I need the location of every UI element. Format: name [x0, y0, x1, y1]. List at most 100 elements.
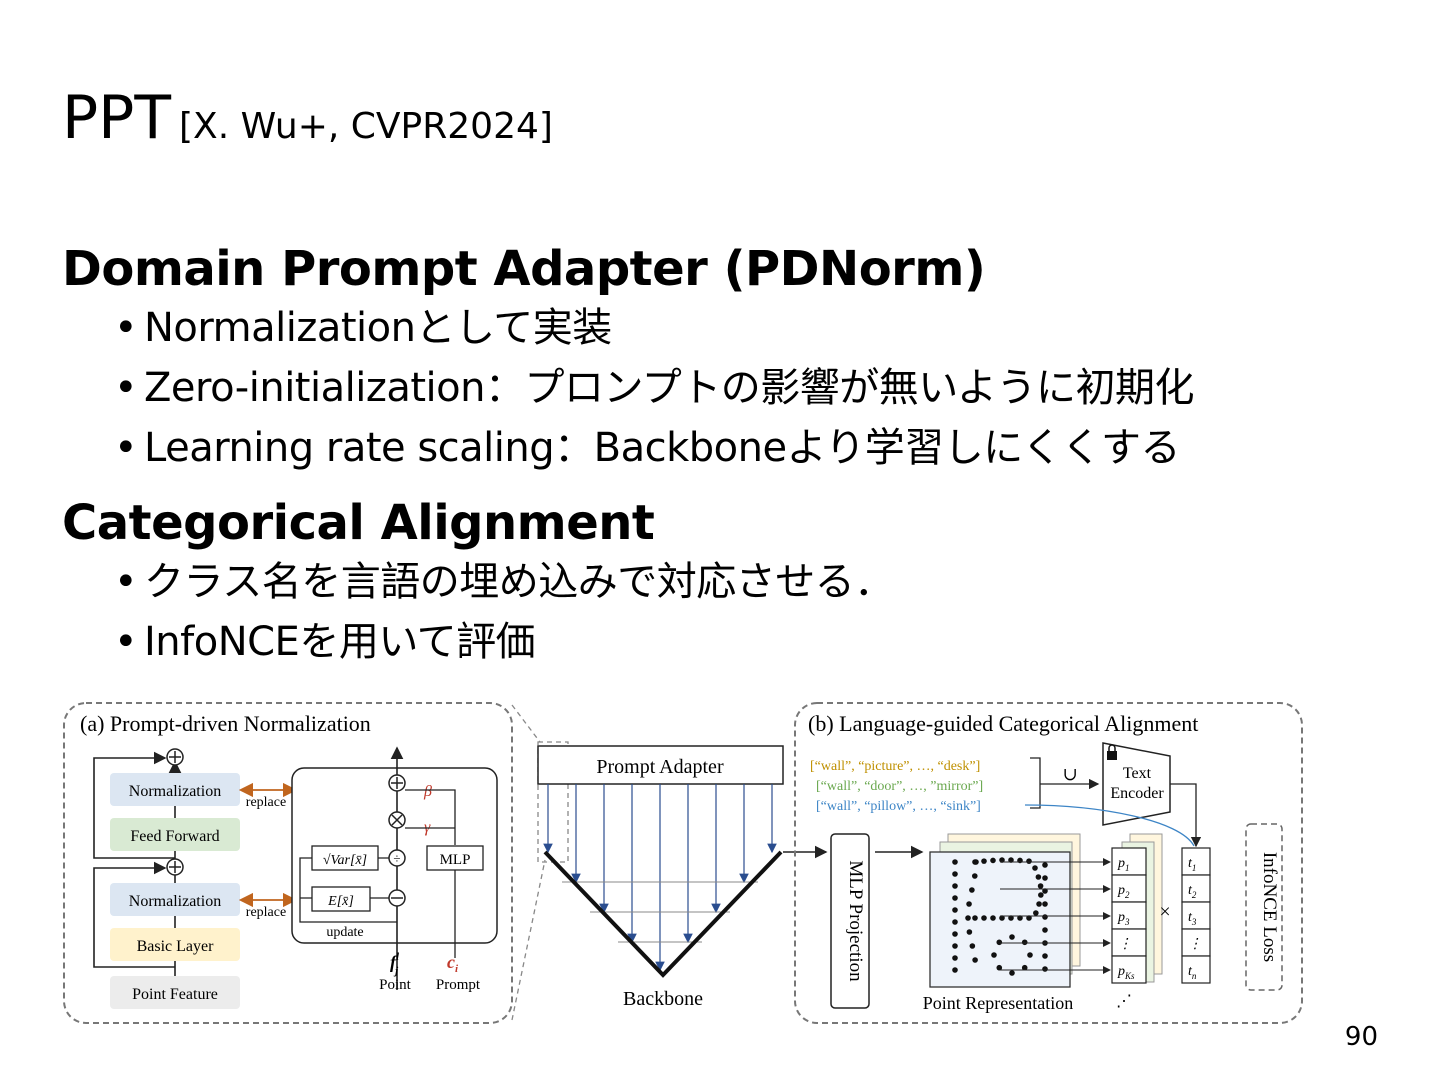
- section-heading-alignment: Categorical Alignment: [62, 495, 655, 551]
- svg-text:÷: ÷: [393, 851, 400, 866]
- point-dot: [952, 919, 958, 925]
- point-dot: [990, 915, 996, 921]
- bullet-text: Zero-initialization：プロンプトの影響が無いように初期化: [144, 365, 1194, 411]
- point-dot: [1026, 858, 1032, 864]
- text-embedding-cell: [1181, 847, 1211, 876]
- text-encoder-label: Text: [1123, 765, 1152, 782]
- point-embedding-cell: [1111, 901, 1147, 930]
- block-normalization-bottom: [110, 883, 240, 916]
- point-dot: [1017, 915, 1023, 921]
- prompt-adapter-block: [537, 745, 784, 785]
- bullet-dot: •: [114, 619, 138, 665]
- point-dot: [999, 857, 1005, 863]
- ellipsis: ⋰: [1116, 993, 1132, 1010]
- point-dot: [972, 957, 978, 963]
- point-dot: [996, 939, 1003, 946]
- point-dot: [966, 929, 973, 935]
- point-dot: [1008, 915, 1014, 921]
- bullet-item: •Learning rate scaling：Backboneより学習しにくくす…: [114, 422, 1180, 474]
- point-dot: [1009, 970, 1015, 976]
- block-basic-layer: [110, 928, 240, 961]
- bullet-text: クラス名を言語の埋め込みで対応させる．: [144, 559, 894, 605]
- point-dot: [1042, 875, 1048, 881]
- backbone-v-shape: [543, 850, 783, 978]
- mean-label: E[x̄]: [327, 894, 354, 909]
- prompt-adapter-label: Prompt Adapter: [596, 756, 724, 778]
- text-embedding-cell: [1181, 901, 1211, 930]
- mlp-label: MLP: [440, 852, 471, 868]
- point-dot: [1027, 952, 1033, 958]
- point-dot: [1037, 883, 1044, 889]
- point-dot: [1038, 892, 1044, 898]
- point-dot: [1033, 910, 1039, 916]
- point-dot: [952, 907, 958, 913]
- block-label: Point Feature: [132, 986, 218, 1003]
- text-encoder-label: Encoder: [1110, 785, 1164, 802]
- point-label: Point: [379, 977, 412, 993]
- point-dot: [1032, 865, 1038, 871]
- point-representation-label: Point Representation: [923, 993, 1073, 1013]
- text-embedding-cell: [1181, 928, 1211, 957]
- point-dot: [1042, 914, 1048, 920]
- infonce-loss-label: InfoNCE Loss: [1259, 852, 1280, 962]
- point-dot: [972, 915, 978, 921]
- point-dot: [969, 943, 976, 949]
- panel-b-title: (b) Language-guided Categorical Alignmen…: [808, 711, 1198, 736]
- prompt-label: Prompt: [436, 977, 481, 993]
- point-dot: [1021, 964, 1028, 971]
- block-label: Feed Forward: [130, 828, 219, 845]
- backbone-label: Backbone: [623, 988, 703, 1010]
- point-dot: [952, 955, 958, 961]
- block-label: Normalization: [129, 783, 221, 800]
- point-dot: [1042, 901, 1048, 907]
- point-dot: [1042, 966, 1048, 972]
- title-text: PPT: [62, 83, 172, 153]
- point-dot: [1036, 901, 1042, 907]
- point-embedding-cell: [1111, 928, 1147, 957]
- mlp-projection-block: [830, 833, 870, 1009]
- bullet-dot: •: [114, 559, 138, 605]
- class-list-3: [“wall”, “pillow”, …, “sink”]: [816, 799, 981, 814]
- point-dot: [981, 915, 987, 921]
- text-encoder-block: [1102, 742, 1171, 826]
- text-embedding-cell: [1181, 874, 1211, 903]
- replace-label: replace: [246, 795, 286, 810]
- point-dot: [1026, 915, 1032, 921]
- point-dot: [1009, 934, 1015, 940]
- text-embedding-label: tn: [1188, 964, 1197, 981]
- bullet-text: InfoNCEを用いて評価: [144, 619, 536, 665]
- block-label: Basic Layer: [137, 938, 215, 955]
- text-embedding-label: ⋮: [1188, 937, 1202, 952]
- point-dot: [999, 915, 1005, 921]
- bullet-text: Learning rate scaling：Backboneより学習しにくくする: [144, 425, 1180, 471]
- bullet-dot: •: [114, 305, 138, 351]
- point-dot: [952, 895, 958, 901]
- point-dot: [952, 931, 958, 937]
- class-list-2: [“wall”, “door”, …, ”mirror”]: [816, 779, 983, 794]
- point-dot: [952, 967, 958, 973]
- citation: [X. Wu+, CVPR2024]: [179, 106, 553, 147]
- panel-b-frame: [794, 702, 1303, 1024]
- bullet-dot: •: [114, 365, 138, 411]
- bullet-item: •Zero-initialization：プロンプトの影響が無いように初期化: [114, 362, 1194, 414]
- point-dot: [1042, 927, 1048, 933]
- block-point-feature: [110, 976, 240, 1009]
- replace-label: replace: [246, 905, 286, 920]
- point-dot: [952, 871, 958, 877]
- point-dot: [1035, 874, 1042, 880]
- point-dot: [971, 873, 978, 879]
- slide-title: PPT[X. Wu+, CVPR2024]: [62, 82, 553, 163]
- block-normalization-top: [110, 773, 240, 806]
- beta-symbol: β: [423, 783, 432, 800]
- update-label: update: [326, 925, 363, 940]
- point-dot: [1008, 857, 1014, 863]
- text-embedding-label: t2: [1188, 883, 1197, 900]
- bullet-text: Normalizationとして実装: [144, 305, 612, 351]
- union-symbol: ∪: [1062, 764, 1077, 784]
- class-list-1: [“wall”, “picture”, …, “desk”]: [810, 759, 980, 774]
- mlp-projection-label: MLP Projection: [845, 860, 866, 982]
- point-dot: [952, 859, 958, 865]
